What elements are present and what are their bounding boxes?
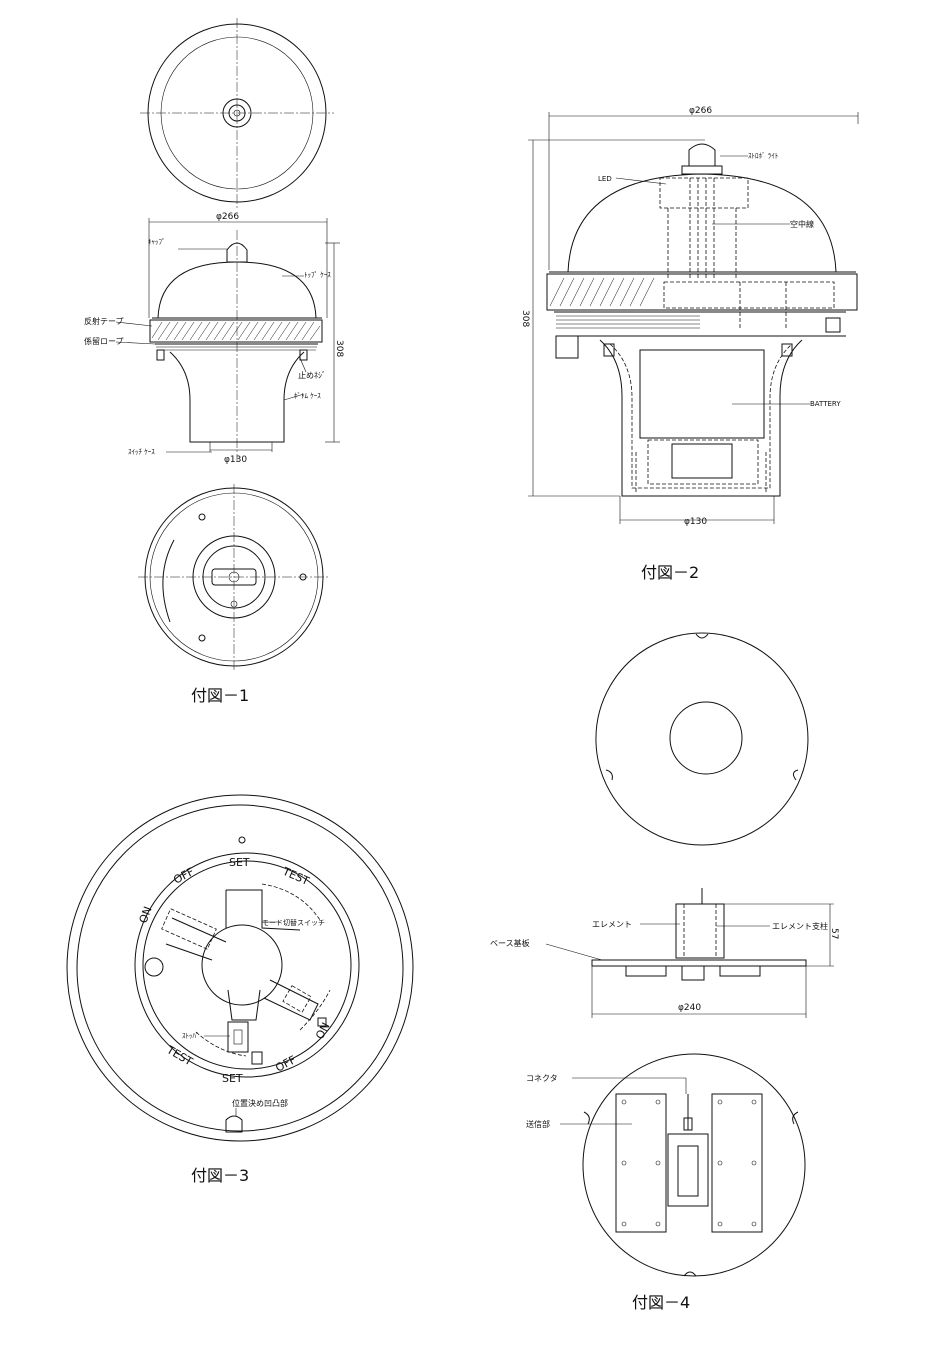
fig4-board-view: コネクタ 送信部 (526, 1053, 806, 1277)
fig4-label-element-support: エレメント支柱 (772, 921, 828, 931)
fig1-dim-phi130: φ130 (224, 455, 247, 465)
fig2-label-led: LED (598, 175, 612, 183)
fig2-label-aerial-wire: 空中線 (790, 219, 814, 229)
fig3-ring-off-bottom: OFF (273, 1053, 298, 1074)
figure-4: 57 φ240 エレメント エレメント支柱 ベース基板 (490, 632, 839, 1312)
fig1-label-switch-case: ｽｲｯﾁ ｹｰｽ (128, 448, 155, 456)
fig3-ring-on-top: ON (137, 905, 155, 925)
fig3-caption: 付図－3 (191, 1166, 249, 1185)
fig1-side-view: φ266 308 φ130 (84, 212, 344, 465)
fig3-ring-on-bottom: ON (313, 1020, 332, 1041)
fig2-label-strobe-light: ｽﾄﾛﾎﾞ ﾗｲﾄ (748, 152, 778, 160)
fig4-dim-57: 57 (829, 928, 839, 939)
fig4-label-transmitter: 送信部 (526, 1119, 550, 1129)
fig4-side-view: 57 φ240 エレメント エレメント支柱 ベース基板 (490, 888, 839, 1018)
fig4-disc-view (595, 632, 809, 846)
fig3-ring-test-top: TEST (280, 864, 311, 888)
fig2-label-battery: BATTERY (810, 400, 841, 408)
fig3-ring-set-bottom: SET (222, 1072, 243, 1085)
fig4-label-base-plate: ベース基板 (490, 938, 530, 948)
fig2-dim-phi130: φ130 (684, 517, 707, 527)
figure-2: φ266 308 ｽﾄﾛﾎﾞ ﾗｲﾄ LED 空中線 (520, 106, 859, 582)
figure-1: φ266 308 φ130 (84, 18, 344, 705)
fig4-label-element: エレメント (592, 920, 632, 929)
fig4-caption: 付図－4 (632, 1293, 690, 1312)
fig3-label-stopper: ｽﾄｯﾊﾟ (182, 1032, 200, 1040)
fig1-dim-308: 308 (334, 340, 344, 357)
fig3-ring-test-bottom: TEST (164, 1043, 195, 1069)
fig4-label-connector: コネクタ (526, 1074, 558, 1083)
fig1-caption: 付図－1 (191, 686, 249, 705)
fig1-label-bottom-case: ﾎﾞﾄﾑ ｹｰｽ (294, 392, 321, 400)
figure-3: ON OFF SET TEST TEST SET OFF ON モード切替スイッ… (66, 794, 414, 1185)
fig3-ring-set-top: SET (229, 856, 250, 869)
fig1-dim-phi266: φ266 (216, 212, 239, 222)
fig1-top-view (140, 18, 334, 208)
fig1-label-stop-screw: 止めﾈｼﾞ (298, 370, 326, 380)
fig2-caption: 付図－2 (641, 563, 699, 582)
fig1-label-cap: ｷｬｯﾌﾟ (148, 238, 166, 246)
fig1-label-mooring-rope: 係留ロープ (84, 336, 124, 346)
fig3-label-mode-switch: モード切替スイッチ (262, 918, 325, 927)
fig4-dim-phi240: φ240 (678, 1003, 701, 1013)
fig1-bottom-view (138, 484, 330, 672)
fig2-dim-phi266: φ266 (689, 106, 712, 116)
fig1-label-reflective-tape: 反射テープ (84, 316, 124, 326)
fig1-label-top-case: ﾄｯﾌﾟ ｹｰｽ (304, 271, 331, 279)
fig3-label-position-mark: 位置決め凹凸部 (232, 1098, 288, 1108)
fig2-dim-308: 308 (520, 310, 530, 327)
fig3-ring-off-top: OFF (171, 865, 196, 886)
